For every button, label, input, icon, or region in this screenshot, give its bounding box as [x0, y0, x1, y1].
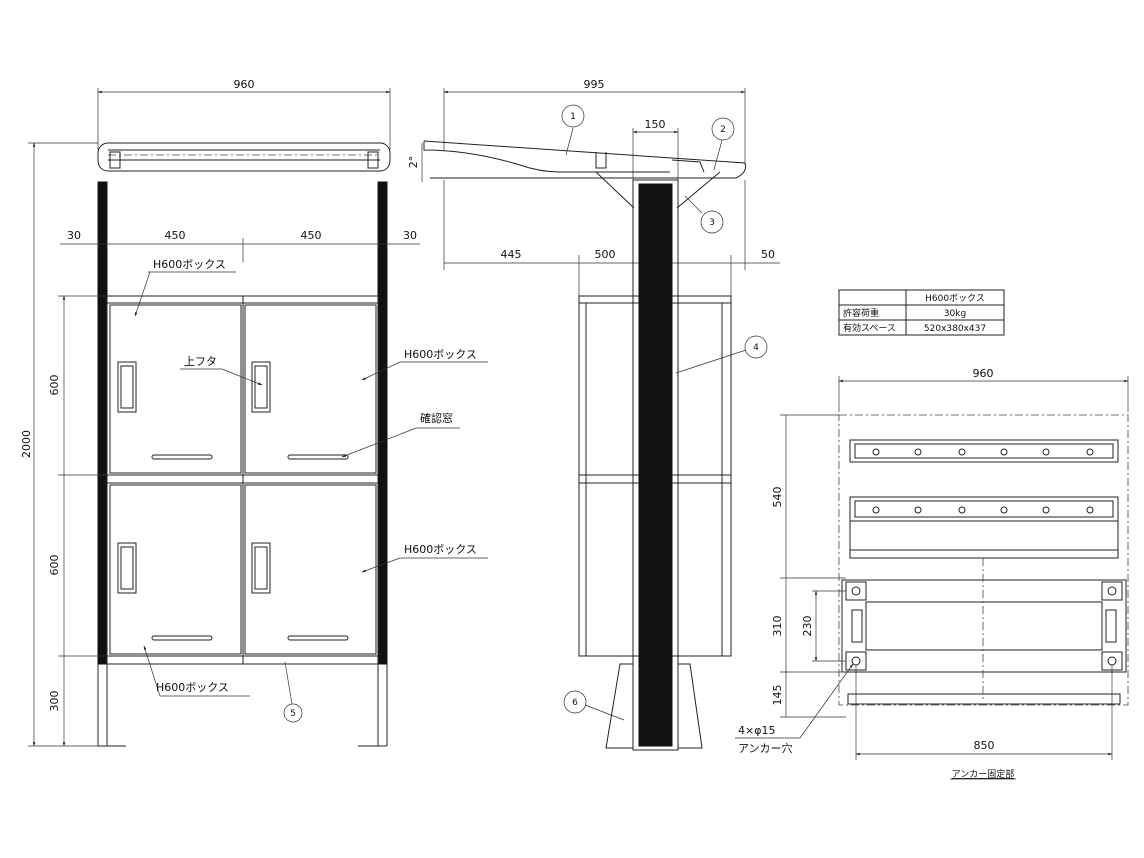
front-boxes: [106, 295, 379, 665]
front-row-bottom-label: 600: [48, 555, 61, 576]
front-left-margin-label: 30: [67, 229, 81, 242]
front-total-height-label: 2000: [20, 430, 33, 458]
anchor-hole-1: [851, 586, 861, 596]
anchor-hole-leader: 4×φ15 アンカー穴: [735, 663, 854, 755]
anchor-hole-4: [1107, 656, 1117, 666]
side-body-label: 500: [595, 248, 616, 261]
anchor-view: 960: [735, 367, 1129, 780]
anchor-540-label: 540: [771, 487, 784, 508]
spec-row-1-label: 許容荷重: [843, 307, 879, 319]
side-depth-label: 995: [584, 78, 605, 91]
side-base: [605, 663, 703, 749]
spec-table-header: H600ボックス: [925, 293, 985, 304]
front-canopy: [97, 142, 391, 172]
spec-row-2-value: 520x380x437: [924, 324, 986, 334]
anchor-outline: [838, 414, 1129, 706]
box-door-top-left: [109, 304, 242, 474]
label-window: 確認窓: [420, 411, 453, 425]
front-post-left: [97, 181, 108, 665]
front-column-dimensions: 30 450 450 30: [60, 229, 420, 262]
anchor-850-label: 850: [974, 739, 995, 752]
side-post: [638, 183, 673, 747]
side-depth-dimension: 995 150: [443, 78, 746, 180]
front-right-margin-label: 30: [403, 229, 417, 242]
anchor-310-label: 310: [771, 616, 784, 637]
anchor-width-dimension: 960: [838, 367, 1129, 412]
front-width-label: 960: [234, 78, 255, 91]
spec-table: H600ボックス 許容荷重 30kg 有効スペース 520x380x437: [838, 289, 1005, 336]
box-door-bottom-left: [109, 484, 242, 655]
side-front-label: 445: [501, 248, 522, 261]
label-box-bottom-left: H600ボックス: [156, 681, 229, 694]
front-legs: [97, 664, 388, 747]
side-canopy: 2°: [407, 140, 747, 209]
front-post-right: [377, 181, 388, 665]
anchor-rail-top: [849, 439, 1119, 463]
side-angle-label: 2°: [407, 156, 420, 169]
anchor-hole-2: [1107, 586, 1117, 596]
label-box-top-right: H600ボックス: [404, 348, 477, 361]
anchor-hole-3: [851, 656, 861, 666]
side-post-label: 150: [645, 118, 666, 131]
side-view: 995 150 2° 445 500 50: [407, 78, 780, 751]
side-callouts: 1 2 3 4 6: [561, 104, 768, 721]
anchor-vertical-dimensions: 540 310 145 230: [771, 414, 846, 718]
side-horizontal-dimensions: 445 500 50: [443, 180, 780, 300]
box-door-top-right: [244, 304, 377, 474]
anchor-frame: [841, 558, 1127, 705]
anchor-hole-type-label: アンカー穴: [738, 741, 793, 755]
spec-row-1-value: 30kg: [944, 309, 966, 319]
label-box-bottom-right: H600ボックス: [404, 543, 477, 556]
front-col-right-label: 450: [301, 229, 322, 242]
label-box-top-left: H600ボックス: [153, 258, 226, 271]
callout-6: 6: [572, 698, 578, 708]
callout-5: 5: [290, 709, 296, 719]
label-lid: 上フタ: [184, 355, 217, 368]
box-door-bottom-right: [244, 484, 377, 655]
front-leg-label: 300: [48, 691, 61, 712]
anchor-width-label: 960: [973, 367, 994, 380]
spec-row-2-label: 有効スペース: [843, 322, 896, 334]
anchor-caption: アンカー固定部: [952, 768, 1015, 780]
front-col-left-label: 450: [165, 229, 186, 242]
callout-3: 3: [709, 218, 715, 228]
callout-4: 4: [753, 343, 759, 353]
front-labels: H600ボックス 上フタ H600ボックス 確認窓 H600ボックス H600ボ…: [134, 258, 488, 723]
front-height-dimensions: 2000 600 600 300: [20, 142, 107, 747]
front-width-dimension: 960: [97, 78, 391, 150]
anchor-holes-label: 4×φ15: [738, 724, 775, 737]
callout-2: 2: [720, 125, 726, 135]
side-back-label: 50: [761, 248, 775, 261]
anchor-230-label: 230: [801, 616, 814, 637]
anchor-850-dimension: 850: [855, 665, 1113, 760]
anchor-145-label: 145: [771, 685, 784, 706]
front-view: 960 3: [20, 78, 488, 747]
callout-1: 1: [570, 112, 576, 122]
anchor-rail-mid: [849, 496, 1119, 559]
front-row-top-label: 600: [48, 375, 61, 396]
